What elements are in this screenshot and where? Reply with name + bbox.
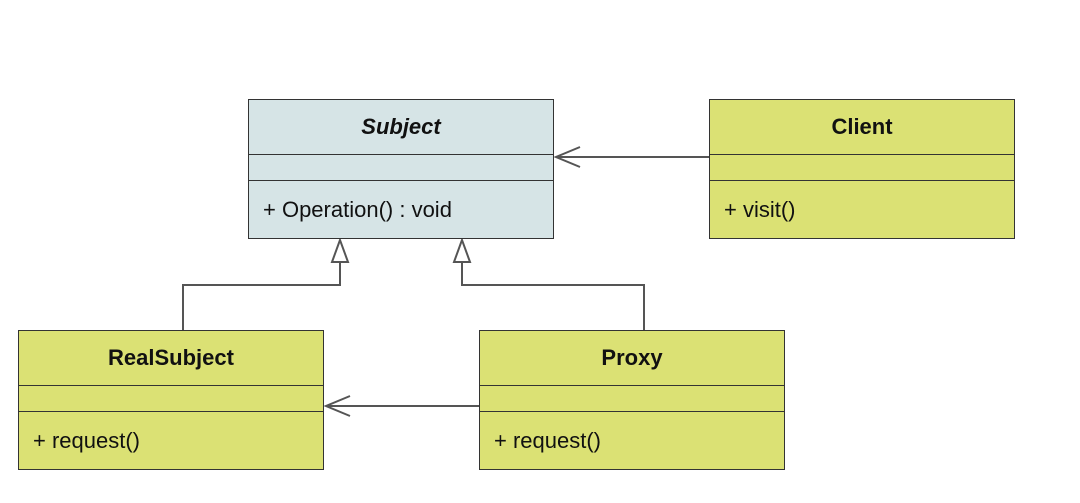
class-operation: + request()	[33, 427, 140, 453]
attributes-compartment	[19, 386, 323, 412]
class-name: Proxy	[480, 331, 784, 386]
class-box-client: Client + visit()	[709, 99, 1015, 239]
generalization-line-proxy-subject	[461, 262, 645, 330]
class-operation: + Operation() : void	[263, 196, 452, 222]
class-operation: + visit()	[724, 196, 796, 222]
class-box-proxy: Proxy + request()	[479, 330, 785, 470]
class-name: Subject	[249, 100, 553, 155]
class-box-realsubject: RealSubject + request()	[18, 330, 324, 470]
class-box-subject: Subject + Operation() : void	[248, 99, 554, 239]
open-arrowhead-icon	[323, 395, 351, 417]
open-arrowhead-icon	[553, 146, 581, 168]
attributes-compartment	[249, 155, 553, 181]
generalization-line-realsubject-subject	[182, 262, 341, 330]
hollow-triangle-arrowhead-icon	[330, 237, 350, 263]
class-name: Client	[710, 100, 1014, 155]
class-name: RealSubject	[19, 331, 323, 386]
class-operation: + request()	[494, 427, 601, 453]
attributes-compartment	[480, 386, 784, 412]
attributes-compartment	[710, 155, 1014, 181]
hollow-triangle-arrowhead-icon	[452, 237, 472, 263]
